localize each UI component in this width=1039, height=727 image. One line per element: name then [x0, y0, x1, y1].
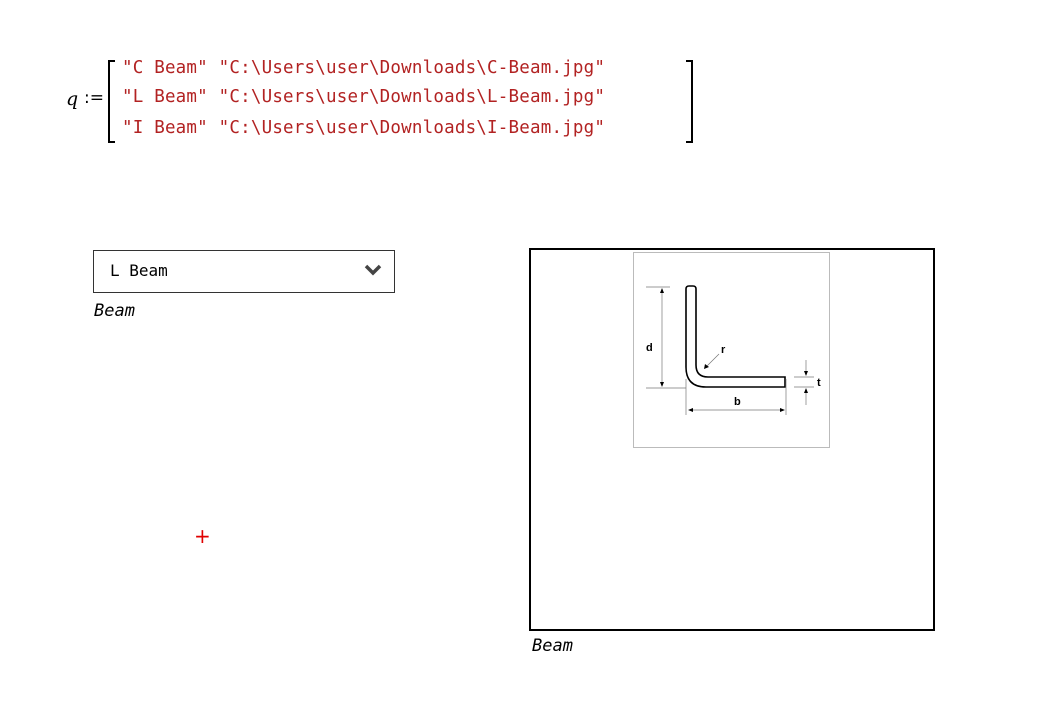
variable-name: q: [66, 88, 79, 110]
l-beam-diagram: d r t b: [646, 285, 821, 415]
matrix-cell: "C:\Users\user\Downloads\C-Beam.jpg": [218, 58, 606, 78]
dim-d: d: [646, 342, 653, 354]
dropdown-value: L Beam: [110, 261, 168, 280]
matrix-row: "L Beam" "C:\Users\user\Downloads\L-Beam…: [122, 87, 605, 107]
beam-dropdown[interactable]: L Beam: [93, 250, 395, 293]
matrix-row: "I Beam" "C:\Users\user\Downloads\I-Beam…: [122, 118, 605, 138]
assign-operator: :=: [84, 88, 104, 108]
matrix-cell: "L Beam": [122, 87, 208, 107]
matrix[interactable]: "C Beam" "C:\Users\user\Downloads\C-Beam…: [108, 58, 693, 143]
picture-frame[interactable]: [529, 248, 935, 631]
matrix-cell: "C Beam": [122, 58, 208, 78]
matrix-cell: "C:\Users\user\Downloads\I-Beam.jpg": [218, 118, 606, 138]
matrix-cell: "C:\Users\user\Downloads\L-Beam.jpg": [218, 87, 606, 107]
dim-b: b: [734, 396, 741, 408]
dim-t: t: [817, 377, 821, 389]
matrix-row: "C Beam" "C:\Users\user\Downloads\C-Beam…: [122, 58, 605, 78]
dim-r: r: [721, 344, 726, 356]
chevron-down-icon: [364, 264, 382, 276]
cursor-crosshair: +: [194, 524, 211, 548]
matrix-cell: "I Beam": [122, 118, 208, 138]
l-beam-image: d r t b: [633, 252, 830, 448]
dropdown-label: Beam: [94, 301, 135, 321]
picture-label: Beam: [532, 636, 573, 656]
